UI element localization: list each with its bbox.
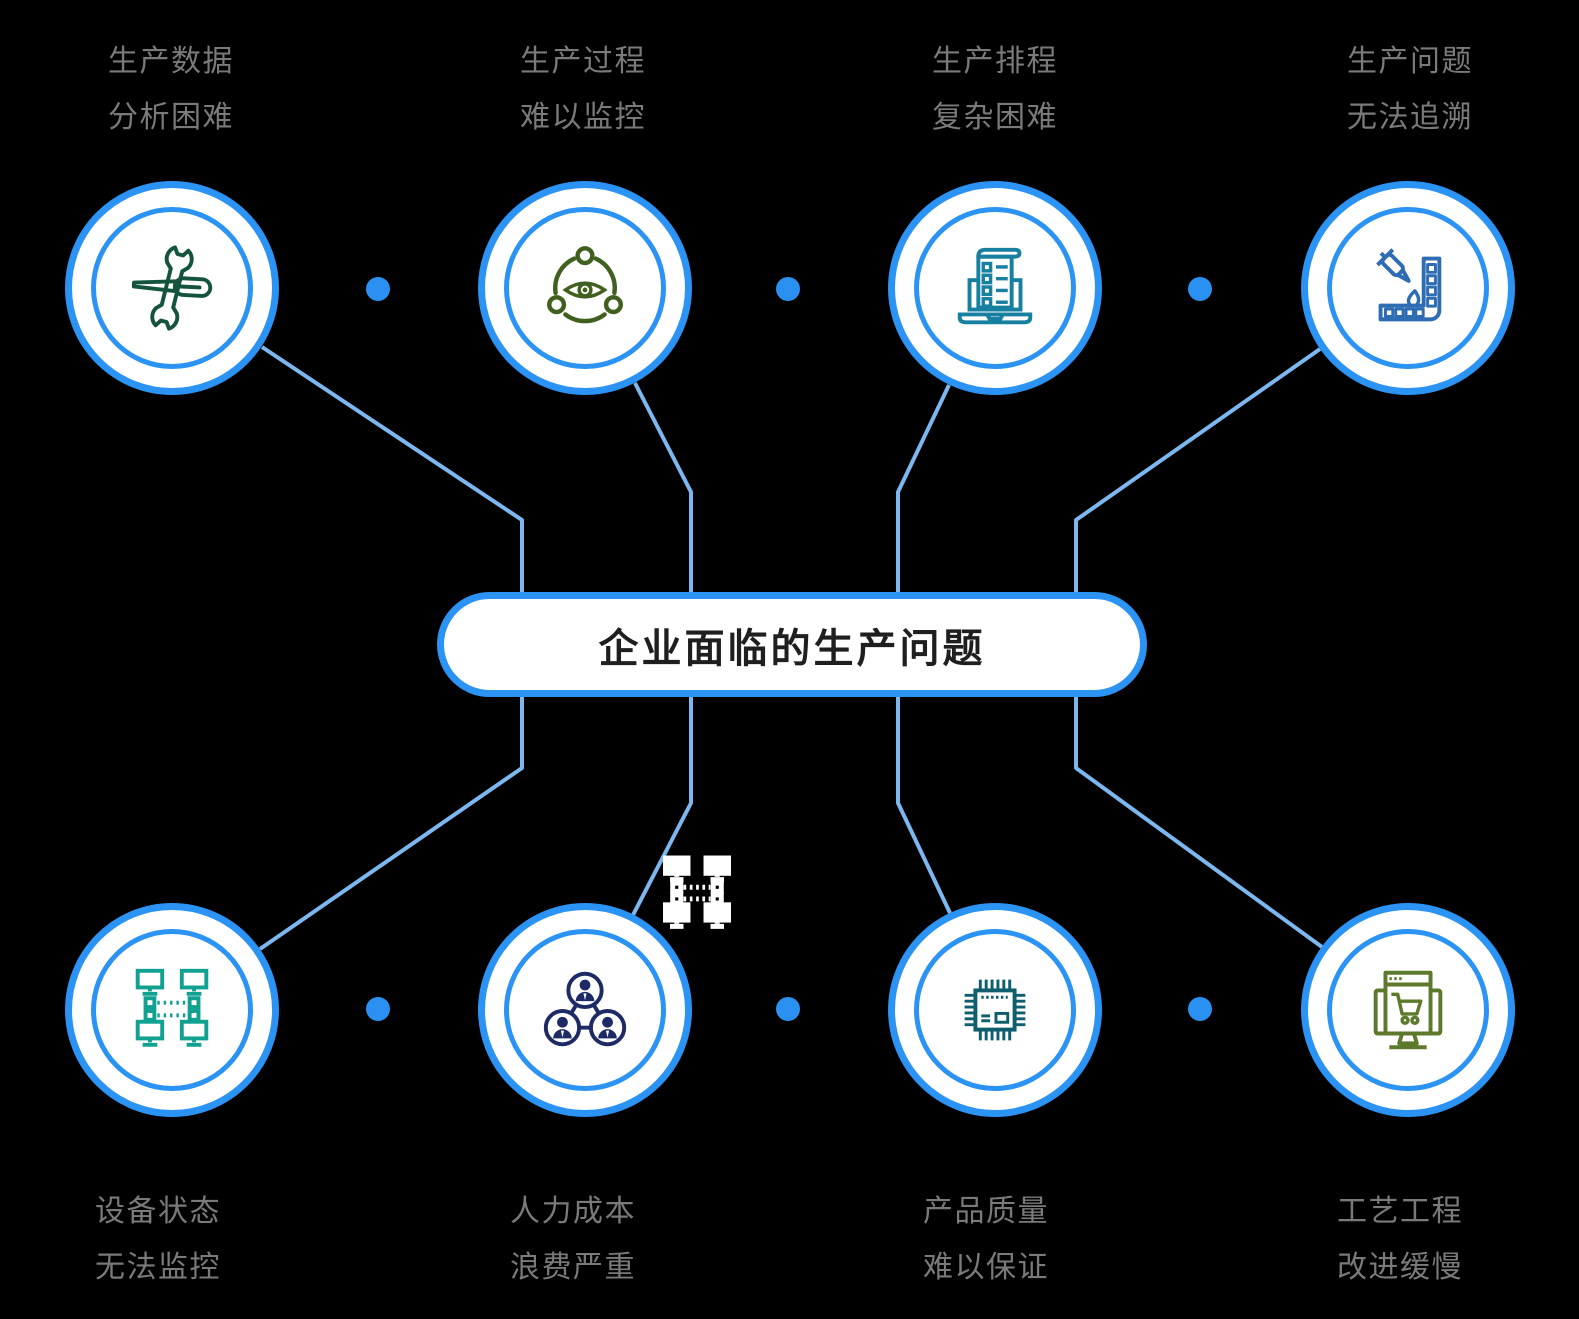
problem-circle-production-data	[65, 181, 279, 395]
separator-dot	[366, 277, 390, 301]
inner-ring	[1327, 207, 1489, 369]
inner-ring	[91, 207, 253, 369]
problem-circle-production-scheduling	[888, 181, 1102, 395]
separator-dot	[776, 997, 800, 1021]
separator-dot	[1188, 277, 1212, 301]
problem-label-production-traceability: 生产问题 无法追溯	[1347, 34, 1473, 146]
dropper-swatch-icon	[1376, 248, 1442, 322]
team-network-icon	[543, 971, 627, 1047]
inner-ring	[504, 929, 666, 1091]
problem-label-production-process: 生产过程 难以监控	[520, 34, 646, 146]
separator-dot	[1188, 997, 1212, 1021]
monitor-cart-icon	[1373, 970, 1443, 1050]
laptop-checklist-icon	[957, 247, 1033, 325]
connector-line	[1074, 670, 1324, 949]
problem-label-equipment-status: 设备状态 无法监控	[95, 1184, 221, 1296]
inner-ring	[914, 207, 1076, 369]
diagram-title: 企业面临的生产问题	[598, 626, 986, 671]
label-line2: 无法监控	[95, 1251, 221, 1284]
problem-label-production-scheduling: 生产排程 复杂困难	[932, 34, 1058, 146]
center-title-pill: 企业面临的生产问题	[437, 592, 1147, 697]
problem-circle-labor-cost	[478, 903, 692, 1117]
connector-line	[631, 670, 693, 916]
problem-circle-production-process	[478, 181, 692, 395]
problem-circle-production-traceability	[1301, 181, 1515, 395]
problem-circle-process-engineering	[1301, 903, 1515, 1117]
inner-ring	[91, 929, 253, 1091]
label-line1: 人力成本	[510, 1195, 636, 1228]
label-line2: 难以保证	[923, 1251, 1049, 1284]
problem-label-production-data: 生产数据 分析困难	[108, 34, 234, 146]
separator-dot	[776, 277, 800, 301]
label-line1: 生产过程	[520, 45, 646, 78]
problem-label-labor-cost: 人力成本 浪费严重	[510, 1184, 636, 1296]
problem-label-product-quality: 产品质量 难以保证	[923, 1184, 1049, 1296]
inner-ring	[504, 207, 666, 369]
connector-line	[633, 382, 693, 620]
label-line1: 设备状态	[95, 1195, 221, 1228]
chip-icon	[964, 979, 1026, 1041]
label-line2: 改进缓慢	[1337, 1251, 1463, 1284]
wrench-screwdriver-icon	[131, 245, 213, 331]
connector-line	[896, 670, 952, 914]
connector-line	[1074, 347, 1322, 620]
label-line2: 复杂困难	[932, 101, 1058, 134]
label-line1: 生产问题	[1347, 45, 1473, 78]
label-line1: 生产排程	[932, 45, 1058, 78]
monitor-network-icon	[135, 968, 209, 1047]
connector-line	[896, 384, 951, 620]
connector-line	[258, 670, 524, 951]
problem-label-process-engineering: 工艺工程 改进缓慢	[1337, 1184, 1463, 1296]
monitor-network-white-icon	[663, 855, 731, 929]
label-line2: 浪费严重	[510, 1251, 636, 1284]
inner-ring	[914, 929, 1076, 1091]
label-line1: 产品质量	[923, 1195, 1049, 1228]
label-line2: 难以监控	[520, 101, 646, 134]
inner-ring	[1327, 929, 1489, 1091]
label-line1: 工艺工程	[1337, 1195, 1463, 1228]
problem-circle-equipment-status	[65, 903, 279, 1117]
label-line2: 无法追溯	[1347, 101, 1473, 134]
label-line1: 生产数据	[108, 45, 234, 78]
problem-circle-product-quality	[888, 903, 1102, 1117]
separator-dot	[366, 997, 390, 1021]
label-line2: 分析困难	[108, 101, 234, 134]
connector-line	[260, 345, 524, 620]
eye-network-icon	[547, 246, 623, 324]
